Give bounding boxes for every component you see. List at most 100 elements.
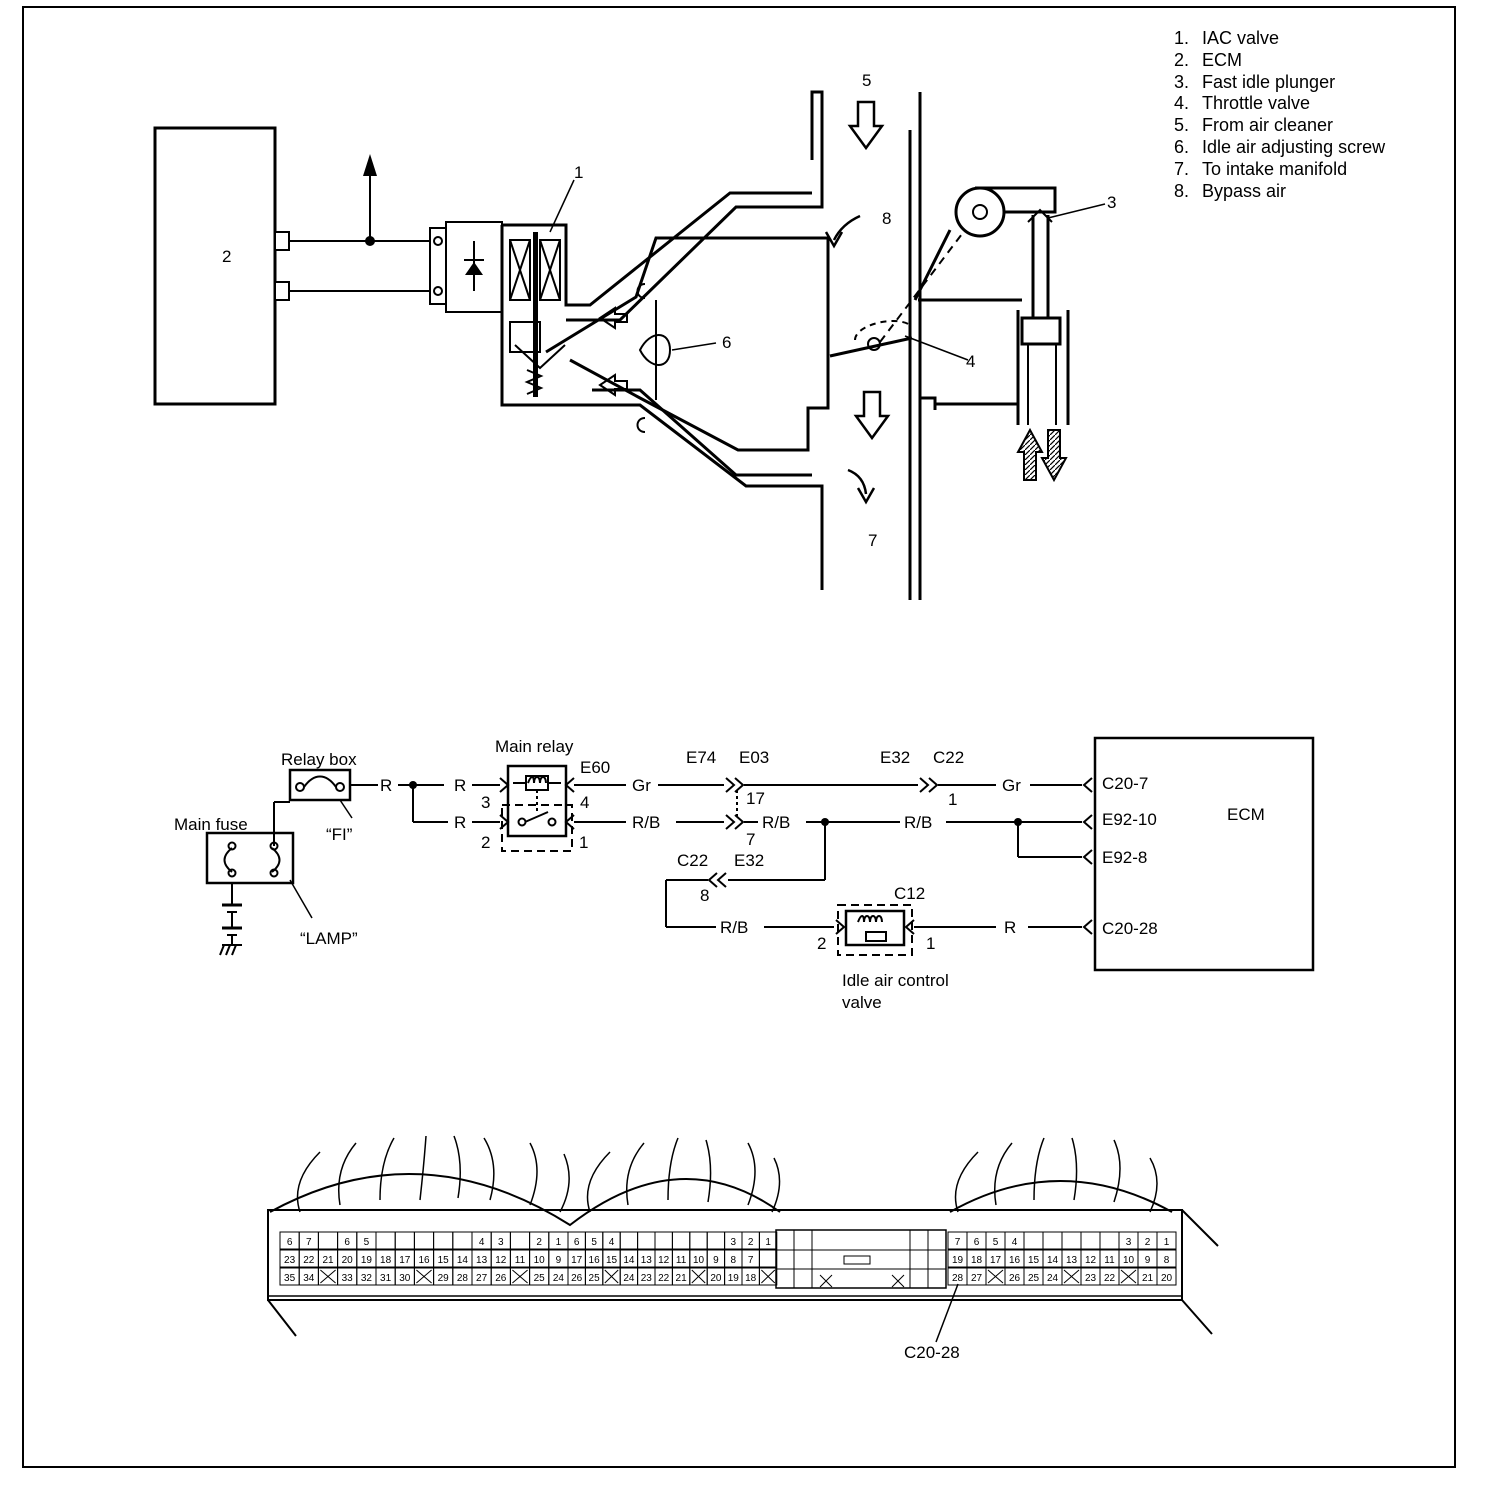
ecm-box <box>1093 736 1315 972</box>
unused-pin-mark <box>761 1269 776 1284</box>
iac-valve-body <box>502 223 590 307</box>
connector-pin-number: 4 <box>609 1237 615 1248</box>
wire-color: R <box>1004 918 1016 937</box>
fast-idle-plunger <box>1020 316 1062 346</box>
connector-pin-number: 28 <box>952 1273 964 1284</box>
connector-pin-number: 13 <box>641 1255 653 1266</box>
connector-pin-number: 3 <box>1126 1237 1132 1248</box>
legend-item: 3.Fast idle plunger <box>1174 71 1336 92</box>
connector-pin-number: 6 <box>974 1237 980 1248</box>
coolant-arrow-up <box>1016 427 1044 481</box>
connector-pin-number: 7 <box>306 1237 312 1248</box>
connector-pin-number: 27 <box>971 1273 983 1284</box>
connector-pin-number: 17 <box>399 1255 411 1266</box>
connector-pin-number: 23 <box>284 1255 296 1266</box>
connector-e03: E03 <box>739 748 769 767</box>
connector-pin-number: 20 <box>342 1255 354 1266</box>
callout-3: 3 <box>1107 193 1116 212</box>
connector-pin-number: 16 <box>418 1255 430 1266</box>
unused-pin-mark <box>691 1269 706 1284</box>
connector-pin-number: 29 <box>438 1273 450 1284</box>
unused-pin-mark <box>604 1269 619 1284</box>
connector-pin-cell <box>1156 1267 1177 1286</box>
wire-color: R <box>454 813 466 832</box>
connector-pin-number: 9 <box>556 1255 562 1266</box>
legend-item: 4.Throttle valve <box>1174 93 1311 114</box>
connector-pin-number: 7 <box>748 1255 754 1266</box>
connector-pin-number: 11 <box>1104 1255 1115 1266</box>
callout-6: 6 <box>722 333 731 352</box>
connector-pin-number: 16 <box>1009 1255 1021 1266</box>
connector-pin-number: 25 <box>1028 1273 1040 1284</box>
ecm-connector-view <box>267 1135 1219 1337</box>
connector-pin-cell <box>619 1231 639 1250</box>
relay-box <box>288 768 352 802</box>
wiring-labels: Relay box Main fuse “FI” “LAMP” Main rel… <box>174 737 1265 1012</box>
connector-pin-number: 27 <box>476 1273 488 1284</box>
main-fuse-label: Main fuse <box>174 815 248 834</box>
legend-item: 2.ECM <box>1174 49 1242 70</box>
iac-valve-label: valve <box>842 993 882 1012</box>
connector-c22-e32 <box>707 872 727 888</box>
connector-e60: E60 <box>580 758 610 777</box>
connector-pin-number: 5 <box>591 1237 597 1248</box>
throttle-plate <box>829 336 913 358</box>
connector-pin-number: 23 <box>1085 1273 1097 1284</box>
connector-pin-number: 14 <box>457 1255 469 1266</box>
connector-c22-top: C22 <box>933 748 964 767</box>
connector-pin-number: 6 <box>287 1237 293 1248</box>
unused-pin-mark <box>987 1269 1004 1284</box>
connector-pin-number: 15 <box>606 1255 618 1266</box>
connector-pin-number: 25 <box>589 1273 601 1284</box>
connector-pin-number: 8 <box>1164 1255 1170 1266</box>
ecm-terminal <box>274 231 290 251</box>
connector-pin-cell <box>758 1267 778 1286</box>
callout-7: 7 <box>868 531 877 550</box>
air-flow-arrow <box>853 390 891 441</box>
connector-pin-number: 24 <box>623 1273 635 1284</box>
connector-pin-number: 2 <box>1145 1237 1151 1248</box>
ecm-terminal <box>274 281 290 301</box>
connector-pin-number: 20 <box>1161 1273 1173 1284</box>
connector-pin-number: 17 <box>571 1255 583 1266</box>
ecm-block <box>153 126 277 406</box>
callout-numbers: 1 2 3 4 5 6 7 8 <box>222 71 1116 550</box>
main-fuse-box <box>205 831 295 885</box>
connector-pin-number: 15 <box>438 1255 450 1266</box>
connector-pin-number: 3 <box>731 1237 737 1248</box>
connector-pin-cell <box>706 1231 726 1250</box>
callout-4: 4 <box>966 352 975 371</box>
throttle-cam <box>954 186 1006 238</box>
connector-pointer: C20-28 <box>904 1283 960 1362</box>
callout-2: 2 <box>222 247 231 266</box>
iac-system-diagram <box>153 90 1106 600</box>
connector-pin-number: 19 <box>952 1255 964 1266</box>
connector-pin-number: 9 <box>713 1255 719 1266</box>
connector-pin-number: 19 <box>728 1273 740 1284</box>
connector-pin-cell <box>1042 1231 1063 1250</box>
legend-item: 5.From air cleaner <box>1174 115 1334 136</box>
connector-pin-number: 14 <box>1047 1255 1059 1266</box>
bypass-passage <box>545 236 830 452</box>
connector-pin-cell <box>452 1231 473 1250</box>
connector-pin-number: 12 <box>495 1255 507 1266</box>
pin-e92-10: E92-10 <box>1102 810 1157 829</box>
connector-pin-cell <box>671 1231 691 1250</box>
connector-pin-number: 21 <box>322 1255 334 1266</box>
relay-pin: 1 <box>579 833 588 852</box>
connector-pin-number: 30 <box>399 1273 411 1284</box>
ground-symbol <box>219 944 237 956</box>
connector-pin-number: 4 <box>479 1237 485 1248</box>
connector-pin-cell <box>1023 1231 1044 1250</box>
connector-e74: E74 <box>686 748 716 767</box>
relay-pin: 3 <box>481 793 490 812</box>
connector-pin-number: 19 <box>361 1255 373 1266</box>
connector-pin-number: 31 <box>380 1273 392 1284</box>
idle-air-control-valve <box>844 909 906 947</box>
connector-pin-number: 12 <box>658 1255 670 1266</box>
unused-pin-mark <box>416 1269 432 1284</box>
connector-pin-number: 1 <box>556 1237 562 1248</box>
connector-pin-cell <box>394 1231 415 1250</box>
callout-5: 5 <box>862 71 871 90</box>
connector-pin-number: 13 <box>1066 1255 1078 1266</box>
